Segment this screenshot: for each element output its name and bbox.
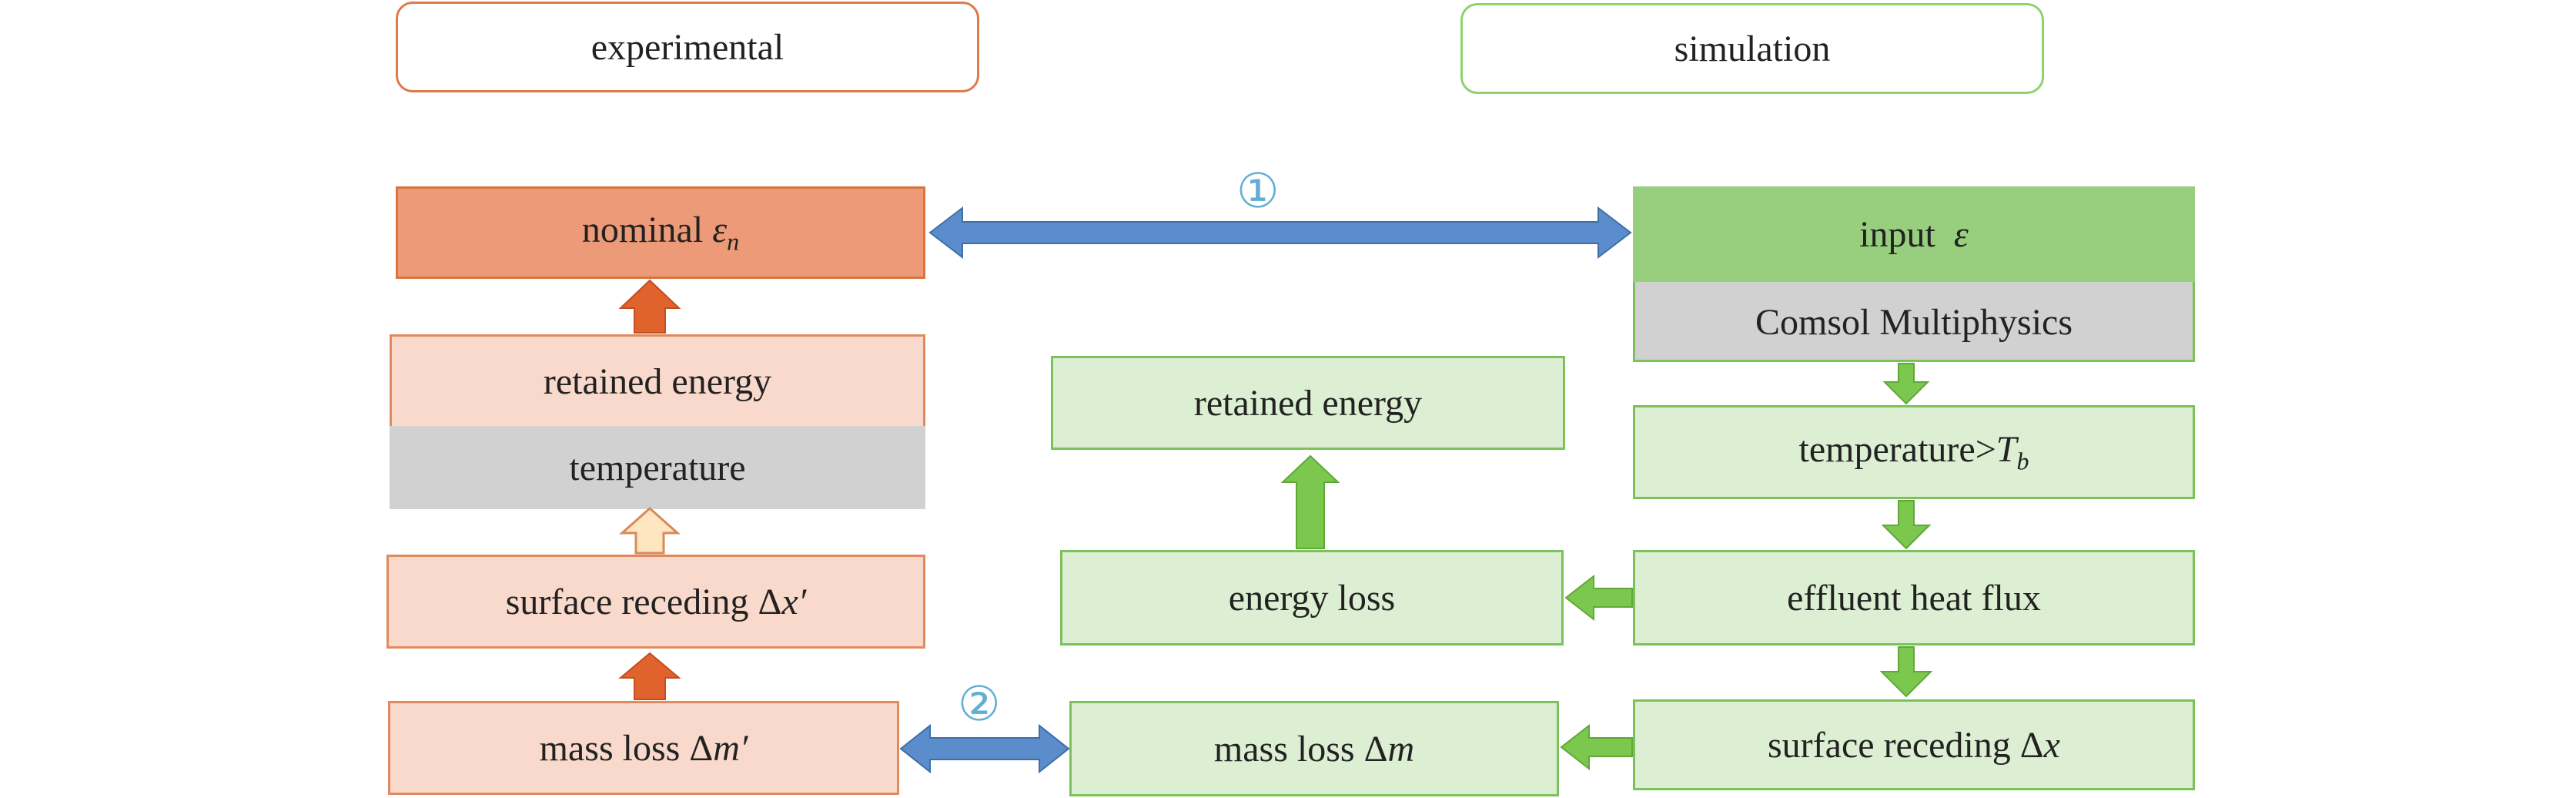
sim-input-comsol-box: input ε Comsol Multiphysics [1633,186,2195,362]
sim-mass-loss-box: mass loss Δm [1069,701,1559,796]
exp-arrow-up-to-surface [618,652,681,700]
link-arrow-2 [899,723,1070,774]
sim-surface-receding-label: surface receding Δx [1768,724,2060,766]
simulation-header: simulation [1460,3,2044,94]
exp-surface-receding-box: surface receding Δx′ [386,555,925,649]
simulation-header-label: simulation [1674,28,1831,69]
link-label-1: ① [1236,166,1280,218]
exp-temperature: temperature [390,426,925,509]
sim-surface-receding-box: surface receding Δx [1633,699,2195,790]
sim-arrow-down-to-effluent [1881,500,1932,550]
sim-arrow-down-to-temperature [1882,363,1930,405]
exp-surface-receding-label: surface receding Δx′ [505,581,807,622]
link-arrow-1 [928,206,1632,260]
experimental-header: experimental [396,2,979,92]
sim-energy-loss-label: energy loss [1228,577,1396,619]
sim-arrow-left-to-energy-loss [1564,574,1633,622]
exp-mass-loss-label: mass loss Δm′ [539,727,748,769]
sim-retained-energy-box: retained energy [1051,356,1565,450]
sim-input-emissivity: input ε [1633,186,2195,282]
sim-arrow-down-to-surface [1879,646,1933,698]
sim-arrow-up-to-retained [1280,454,1340,549]
sim-effluent-label: effluent heat flux [1787,577,2041,619]
sim-temperature-label: temperature>Tb [1798,429,2029,475]
nominal-emissivity-box: nominal εn [396,186,925,279]
exp-mass-loss-box: mass loss Δm′ [388,701,899,795]
sim-mass-loss-label: mass loss Δm [1213,728,1415,770]
sim-energy-loss-box: energy loss [1060,550,1564,645]
sim-temperature-box: temperature>Tb [1633,405,2195,499]
sim-comsol: Comsol Multiphysics [1755,301,2073,343]
exp-retained-energy: retained energy [543,360,772,402]
exp-arrow-up-to-nominal [618,279,681,334]
experimental-header-label: experimental [590,26,785,68]
sim-input-label: input ε [1859,213,1969,255]
exp-retained-temperature-box: retained energy temperature [390,334,925,509]
sim-retained-energy-label: retained energy [1193,382,1423,424]
sim-arrow-left-to-mass-loss [1560,723,1633,771]
exp-arrow-up-to-temperature [619,506,681,555]
sim-effluent-heat-flux-box: effluent heat flux [1633,550,2195,645]
nominal-label: nominal εn [581,210,740,256]
link-label-2: ② [958,679,1001,731]
